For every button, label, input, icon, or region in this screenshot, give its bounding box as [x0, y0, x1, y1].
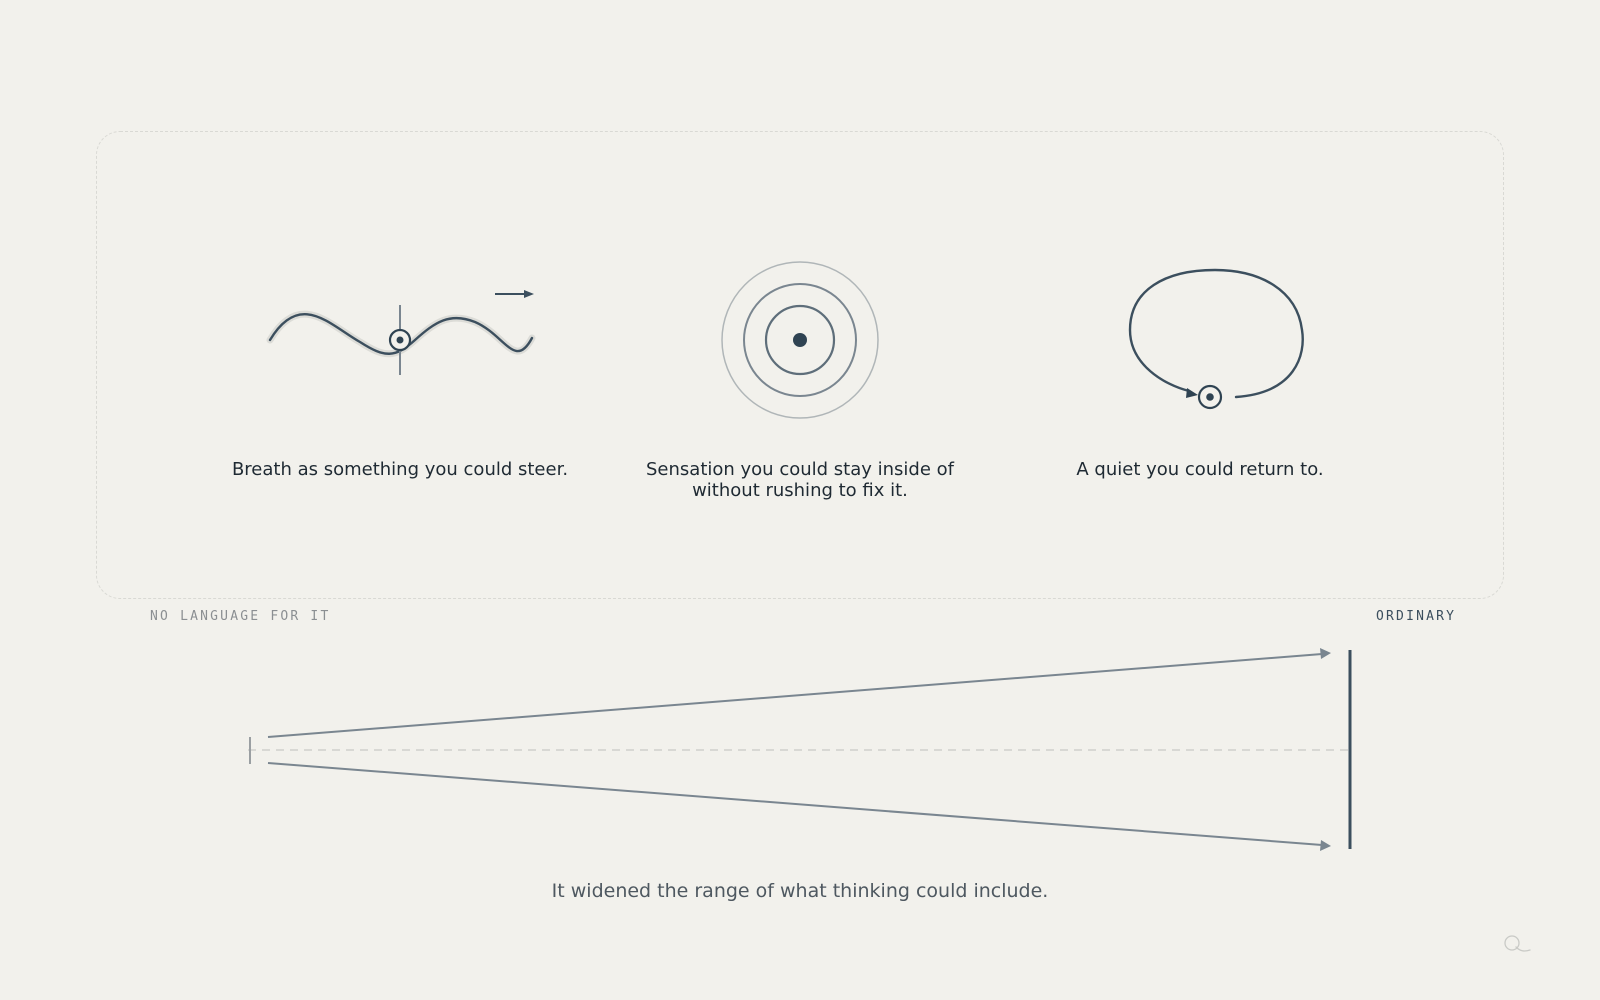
- dashed-frame: [96, 131, 1504, 599]
- summary-caption: It widened the range of what thinking co…: [551, 880, 1049, 902]
- lower-arrowhead: [1320, 840, 1331, 851]
- concentric-circles-icon: [721, 261, 879, 419]
- caption-quiet: A quiet you could return to.: [1020, 459, 1380, 480]
- upper-spread-line: [267, 653, 1323, 738]
- caption-steer: Breath as something you could steer.: [220, 459, 580, 480]
- widening-range-diagram: [248, 648, 1352, 851]
- caption-line: Sensation you could stay inside of: [646, 459, 954, 480]
- caption-line: Breath as something you could steer.: [231, 459, 569, 480]
- corner-mark-icon: [1504, 935, 1531, 952]
- caption-sensation: Sensation you could stay inside of witho…: [620, 459, 980, 501]
- range-right-label: ORDINARY: [1376, 609, 1457, 624]
- steering-wave-icon: [266, 290, 536, 375]
- lower-spread-line: [267, 762, 1323, 846]
- caption-line: without rushing to fix it.: [692, 480, 908, 501]
- range-left-label: NO LANGUAGE FOR IT: [150, 609, 331, 624]
- upper-arrowhead: [1320, 648, 1331, 659]
- caption-line: A quiet you could return to.: [1076, 459, 1324, 480]
- return-loop-icon: [1128, 268, 1304, 410]
